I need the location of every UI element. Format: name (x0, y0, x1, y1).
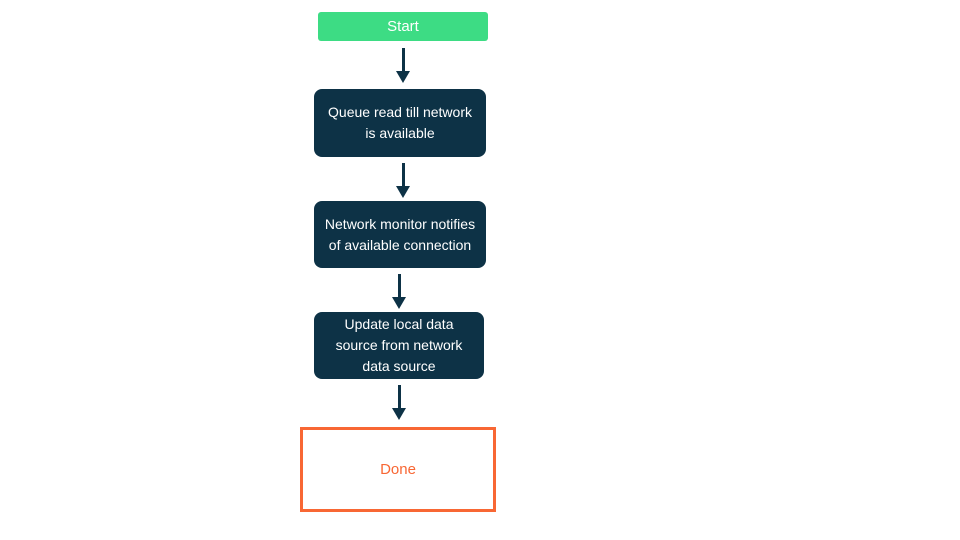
flow-node-queue-read: Queue read till network is available (314, 89, 486, 157)
flow-arrow-queue-to-monitor (396, 163, 410, 198)
arrow-down-icon (396, 186, 410, 198)
arrow-line (401, 163, 405, 186)
flow-arrow-update-to-done (392, 385, 406, 420)
flow-arrow-start-to-queue (396, 48, 410, 83)
arrow-down-icon (392, 297, 406, 309)
arrow-line (397, 274, 401, 297)
flow-arrow-monitor-to-update (392, 274, 406, 309)
arrow-line (397, 385, 401, 408)
arrow-down-icon (396, 71, 410, 83)
flow-node-start: Start (318, 12, 488, 41)
arrow-line (401, 48, 405, 71)
arrow-down-icon (392, 408, 406, 420)
flow-node-network-monitor: Network monitor notifies of available co… (314, 201, 486, 268)
flow-node-update-local-data: Update local data source from network da… (314, 312, 484, 379)
flow-node-done: Done (300, 427, 496, 512)
